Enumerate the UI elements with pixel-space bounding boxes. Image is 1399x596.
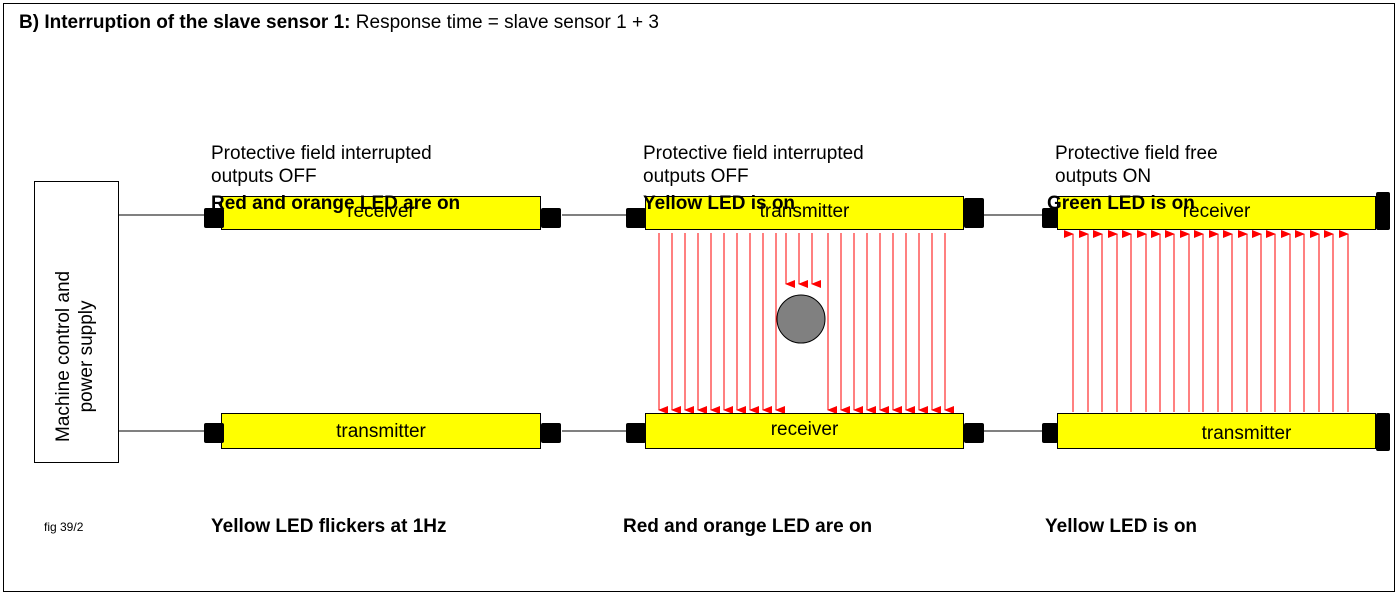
obstacle-object [776, 294, 826, 344]
panel1-status: Yellow LED flickers at 1Hz [211, 516, 447, 537]
panel2-caption-line2: outputs OFF [643, 166, 749, 187]
light-beams [658, 230, 1349, 414]
bar-end-cap [541, 208, 561, 228]
machine-control-box [34, 181, 119, 463]
connection-wires [119, 214, 1042, 432]
bar-end-cap [1376, 413, 1390, 451]
panel3-caption: Protective field free outputs ON [1055, 142, 1218, 188]
panel3-led-text: Green LED is on [1047, 193, 1195, 214]
panel3-top-label: receiver [1182, 201, 1251, 222]
machine-control-label: Machine control and power supply [52, 271, 98, 442]
title-rest: Response time = slave sensor 1 + 3 [350, 12, 659, 33]
panel2-top-bar: transmitter [645, 196, 964, 230]
panel2-caption: Protective field interrupted outputs OFF [643, 142, 864, 188]
bar-end-cap [204, 208, 224, 228]
machine-control-line2: power supply [76, 300, 97, 413]
panel3-bottom-label: transmitter [1201, 423, 1292, 444]
panel1-top-label: receiver [347, 201, 415, 222]
bar-end-cap [1042, 423, 1058, 443]
panel3-top-bar: receiver [1057, 196, 1376, 230]
title-bold: B) Interruption of the slave sensor 1: [19, 12, 351, 33]
machine-control-line1: Machine control and [53, 270, 74, 442]
figure-label: fig 39/2 [44, 520, 84, 534]
panel1-led-text: Red and orange LED are on [211, 193, 461, 214]
panel2-caption-line1: Protective field interrupted [643, 143, 864, 164]
panel2-status: Red and orange LED are on [623, 516, 873, 537]
diagram-title: B) Interruption of the slave sensor 1: R… [19, 12, 659, 34]
bar-end-cap [1376, 192, 1390, 230]
panel1-bottom-bar: transmitter [221, 413, 541, 449]
diagram-frame [3, 3, 1395, 592]
panel2-top-label: transmitter [759, 201, 850, 222]
panel3-caption-line1: Protective field free [1055, 143, 1218, 164]
panel2-bottom-bar: receiver [645, 413, 964, 449]
panel2-bottom-label: receiver [770, 419, 839, 440]
bar-end-cap [964, 198, 984, 228]
panel3-bottom-bar: transmitter [1057, 413, 1376, 449]
panel1-caption: Protective field interrupted outputs OFF [211, 142, 432, 188]
panel3-status: Yellow LED is on [1045, 516, 1198, 537]
bar-end-cap [541, 423, 561, 443]
panel3-caption-line2: outputs ON [1055, 166, 1152, 187]
panel1-caption-line2: outputs OFF [211, 166, 317, 187]
bar-end-cap [964, 423, 984, 443]
panel1-bottom-label: transmitter [336, 421, 426, 442]
panel1-caption-line1: Protective field interrupted [211, 143, 432, 164]
bar-end-cap [626, 208, 646, 228]
panel1-top-bar: receiver [221, 196, 541, 230]
bar-end-cap [626, 423, 646, 443]
bar-end-cap [204, 423, 224, 443]
bar-end-cap [1042, 208, 1058, 228]
panel2-led-text: Yellow LED is on [643, 193, 796, 214]
